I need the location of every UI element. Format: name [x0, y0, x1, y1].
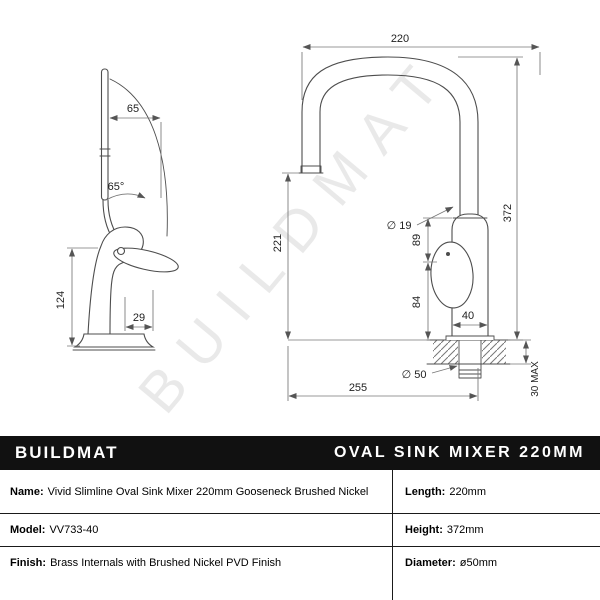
side-view-dimensions	[67, 115, 162, 347]
dim-label-base-offset: 29	[133, 312, 145, 324]
spec-row-finish: Finish: Brass Internals with Brushed Nic…	[0, 547, 393, 600]
pivot-joint	[116, 246, 126, 256]
dim-label-overall-depth: 255	[349, 382, 367, 394]
gooseneck-outer	[301, 56, 479, 217]
spec-value-model: VV733-40	[49, 524, 99, 536]
spec-value-height: 372mm	[446, 524, 484, 536]
spec-value-length: 220mm	[449, 485, 487, 498]
spec-label-name: Name:	[10, 485, 44, 498]
spec-label-height: Height:	[405, 524, 443, 536]
technical-drawing-area: BUILDMAT	[55, 33, 541, 426]
dim-label-upper-body: 89	[411, 234, 423, 246]
dim-label-lever-angle: 65°	[108, 181, 125, 193]
dim-label-clearance: 221	[272, 234, 284, 252]
side-view-drawing	[72, 68, 179, 351]
dim-label-body-width: 40	[462, 310, 474, 322]
lever-handle-side	[113, 247, 179, 273]
dim-label-lower-body: 84	[411, 296, 423, 308]
dim-label-deck-max: 30 MAX	[530, 361, 541, 397]
spec-row-name: Name: Vivid Slimline Oval Sink Mixer 220…	[0, 470, 393, 514]
spec-value-name: Vivid Slimline Oval Sink Mixer 220mm Goo…	[47, 485, 369, 498]
counter-hatch-right	[482, 340, 506, 364]
dim-label-reach: 220	[391, 33, 409, 45]
spec-row-model: Model: VV733-40	[0, 514, 393, 547]
oval-handle-front	[430, 241, 474, 309]
lever-rod	[100, 68, 109, 201]
counter-hatch-left	[433, 340, 458, 364]
spec-row-diameter: Diameter: ø50mm	[393, 547, 600, 600]
spec-row-length: Length: 220mm	[393, 470, 600, 514]
technical-drawing: BUILDMAT	[55, 33, 541, 426]
front-view-drawing	[298, 56, 511, 379]
dim-label-height: 372	[502, 204, 514, 222]
spec-label-model: Model:	[10, 524, 46, 536]
spec-label-finish: Finish:	[10, 557, 47, 569]
spec-label-diameter: Diameter:	[405, 557, 456, 569]
spec-value-finish: Brass Internals with Brushed Nickel PVD …	[50, 557, 282, 569]
handle-indicator-dot	[446, 252, 450, 256]
watermark-text: BUILDMAT	[126, 40, 464, 426]
lever-swing-arc	[109, 78, 168, 237]
front-view-dimensions	[282, 44, 541, 401]
gooseneck-inner	[319, 74, 461, 217]
base-flange-front	[445, 335, 495, 341]
title-bar: BUILDMAT OVAL SINK MIXER 220MM	[0, 436, 600, 470]
brand-logo-text: BUILDMAT	[15, 443, 119, 462]
spout-outlet	[298, 165, 324, 174]
spec-label-length: Length:	[405, 485, 446, 498]
product-title: OVAL SINK MIXER 220MM	[333, 444, 585, 461]
dim-label-base-diameter: ∅ 50	[402, 369, 427, 381]
spec-value-diameter: ø50mm	[459, 557, 498, 569]
dim-label-spout-diameter: ∅ 19	[387, 220, 412, 232]
spec-table: Name: Vivid Slimline Oval Sink Mixer 220…	[0, 470, 600, 600]
spec-row-height: Height: 372mm	[393, 514, 600, 547]
dim-label-lever-height: 65	[127, 103, 139, 115]
dim-label-body-height: 124	[55, 291, 67, 309]
mount-shank	[458, 339, 482, 379]
base-flange-side	[73, 333, 155, 348]
